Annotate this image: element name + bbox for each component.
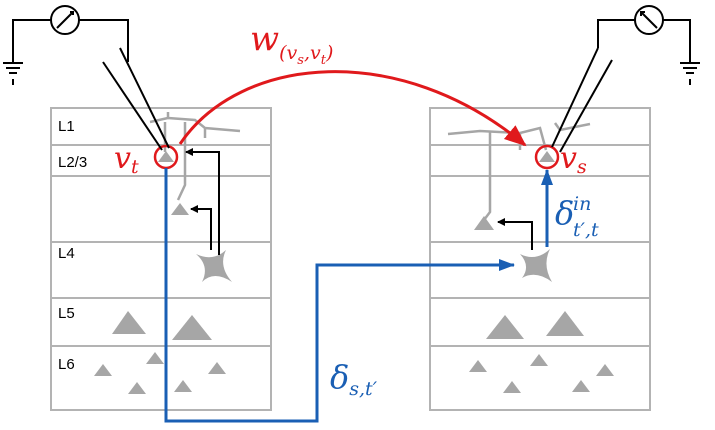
left-l6-neuron: [146, 352, 164, 364]
right-l5-neuron: [546, 311, 584, 336]
left-l4-stellate-neuron: [196, 250, 232, 282]
right-l5-neuron: [486, 315, 524, 339]
left-cortical-column: L1 L2/3 L4 L5 L6: [50, 107, 272, 411]
left-layer-label-l23: L2/3: [58, 154, 87, 171]
left-l6-neuron: [208, 362, 226, 374]
right-l6-neuron: [530, 354, 548, 366]
left-recording-electrode: [3, 5, 170, 151]
right-l4-to-upper-connection: [497, 218, 533, 250]
left-layer-label-l5: L5: [58, 305, 75, 322]
left-l6-neuron: [94, 364, 112, 376]
left-layer-label-l1: L1: [58, 118, 75, 135]
right-upper-l4-neuron: [474, 216, 494, 230]
weight-label: w(vs,vt): [250, 19, 333, 68]
delta-in-label: δ in t′,t: [555, 193, 599, 241]
left-l23-neuron: [158, 151, 174, 162]
weight-connection-arrow: [178, 70, 527, 147]
vs-label: vs: [560, 141, 587, 178]
left-l5-neuron: [112, 311, 146, 334]
right-ground-icon: [680, 62, 700, 85]
left-l4-to-l23-connection: [185, 148, 220, 255]
right-column-frame: [429, 107, 651, 411]
left-l6-neuron: [128, 382, 146, 394]
left-l5-neuron: [172, 315, 212, 340]
vt-label: vt: [114, 141, 139, 178]
right-cortical-column: [429, 107, 651, 411]
right-l6-neuron: [596, 364, 614, 376]
delta-st-label: δs,t′: [330, 358, 378, 400]
right-l4-stellate-neuron: [520, 249, 552, 282]
left-l6-neuron: [174, 380, 192, 392]
right-l23-neuron: [539, 151, 555, 162]
right-l6-neuron: [503, 381, 521, 393]
left-layer-label-l4: L4: [58, 245, 75, 262]
left-ground-icon: [3, 62, 23, 85]
vs-recording-circle: [534, 144, 560, 170]
left-layer-label-l6: L6: [58, 356, 75, 373]
left-l4-to-upper-connection: [190, 205, 212, 250]
left-upper-l4-neuron: [171, 203, 189, 215]
left-column-frame: [50, 107, 272, 411]
right-recording-electrode: [551, 5, 700, 153]
right-l6-neuron: [572, 380, 590, 392]
right-l6-neuron: [469, 360, 487, 372]
feedforward-pathway-arrow: [164, 168, 515, 423]
